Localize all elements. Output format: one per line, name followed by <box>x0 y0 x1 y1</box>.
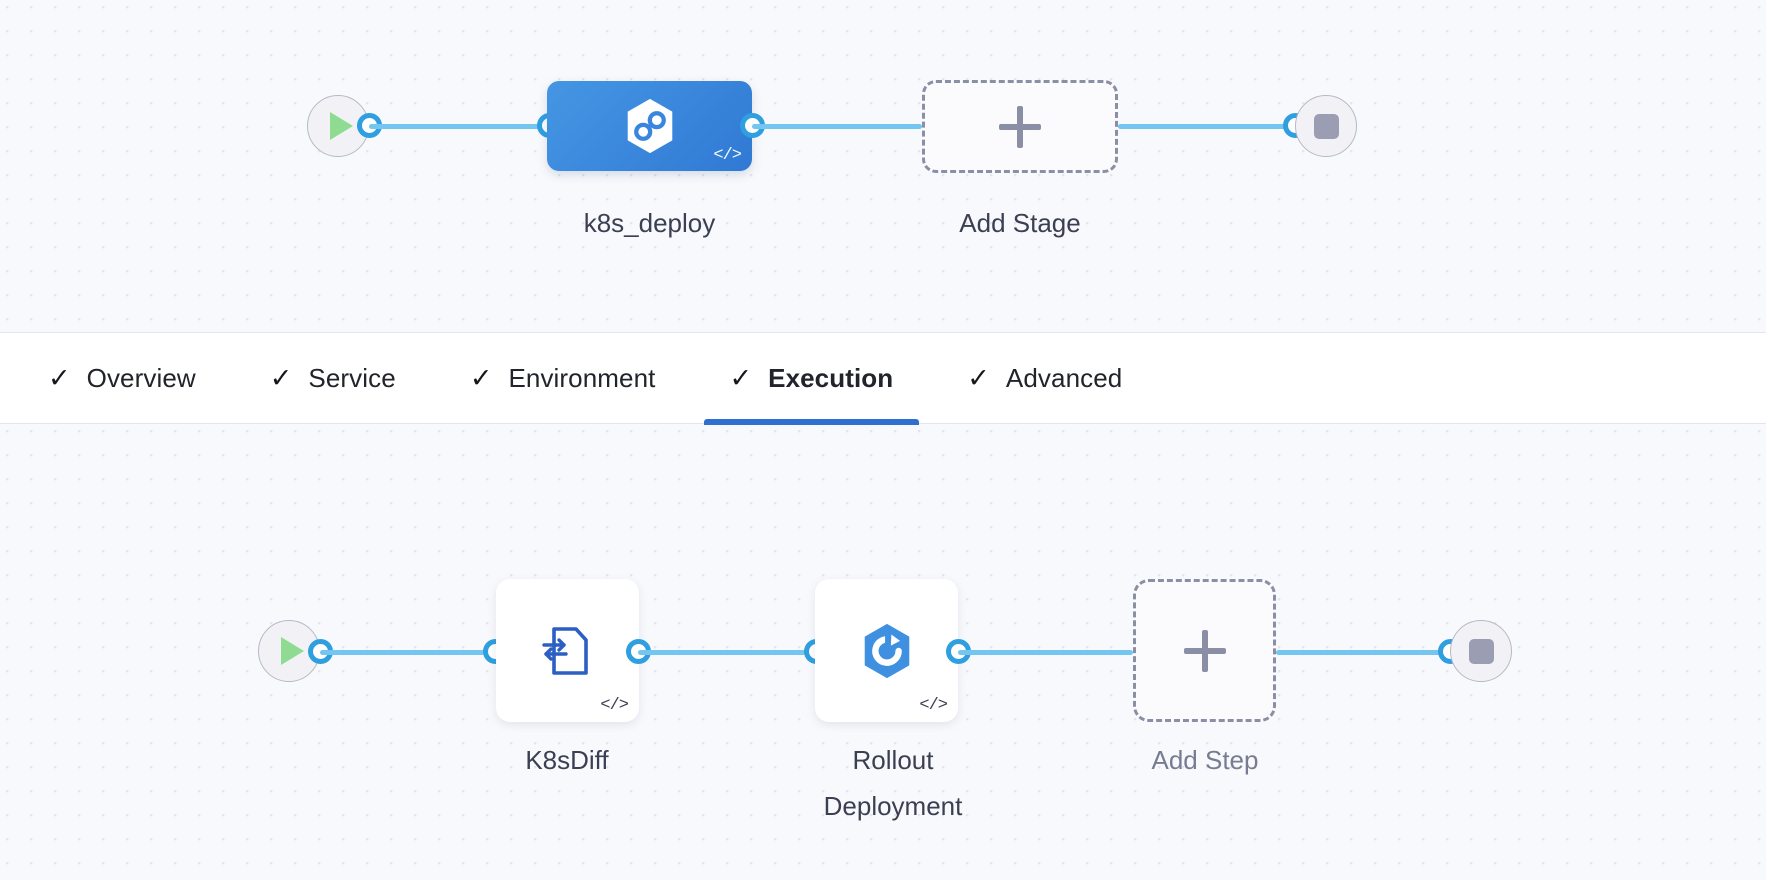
plus-icon <box>999 105 1041 148</box>
step-label-rollout-deployment: Rollout Deployment <box>823 745 963 821</box>
tab-environment-label: Environment <box>508 362 656 393</box>
stage-connector-1 <box>369 124 549 129</box>
step-label-k8sdiff: K8sDiff <box>525 745 609 775</box>
step-node-rollout-deployment[interactable]: </> <box>815 579 958 722</box>
tab-overview-label: Overview <box>86 362 196 393</box>
tab-execution[interactable]: ✓ Execution <box>703 332 920 425</box>
tab-service-label: Service <box>308 362 396 393</box>
stop-icon <box>1313 113 1339 139</box>
execution-connector-1 <box>320 650 485 655</box>
add-stage-button[interactable] <box>922 80 1118 173</box>
stage-canvas[interactable]: </> k8s_deploy Add Stage <box>0 0 1766 332</box>
stage-code-badge[interactable]: </> <box>713 146 742 165</box>
play-icon <box>281 637 304 665</box>
check-icon: ✓ <box>269 362 293 393</box>
step-node-k8sdiff[interactable]: </> <box>496 579 639 722</box>
add-stage-label: Add Stage <box>959 208 1081 238</box>
execution-canvas[interactable]: </> K8sDiff </> Rollout Deployment Add S… <box>0 424 1766 880</box>
stage-connector-3 <box>1118 124 1298 129</box>
tab-execution-label: Execution <box>768 362 894 393</box>
k8s-diff-document-icon <box>541 626 588 675</box>
stage-connector-2 <box>752 124 922 129</box>
execution-connector-2 <box>638 650 806 655</box>
play-icon <box>330 112 353 140</box>
tab-service[interactable]: ✓ Service <box>244 332 422 424</box>
harness-cd-hexagon-icon <box>627 98 672 154</box>
tab-advanced[interactable]: ✓ Advanced <box>941 332 1148 424</box>
tab-environment[interactable]: ✓ Environment <box>444 332 682 424</box>
check-icon: ✓ <box>729 362 753 393</box>
step-k8sdiff-code-badge[interactable]: </> <box>600 696 629 715</box>
step-rollout-code-badge[interactable]: </> <box>919 696 948 715</box>
tab-overview[interactable]: ✓ Overview <box>22 332 222 424</box>
stage-config-tabbar: ✓ Overview ✓ Service ✓ Environment ✓ Exe… <box>0 332 1766 425</box>
check-icon: ✓ <box>48 362 71 393</box>
check-icon: ✓ <box>469 362 493 393</box>
plus-icon <box>1183 629 1226 672</box>
tab-advanced-label: Advanced <box>1005 362 1123 393</box>
add-step-label: Add Step <box>1151 745 1259 775</box>
stop-icon <box>1468 638 1494 664</box>
check-icon: ✓ <box>967 362 990 393</box>
execution-connector-4 <box>1276 650 1446 655</box>
add-step-button[interactable] <box>1133 579 1276 722</box>
stage-node-k8s-deploy[interactable]: </> <box>547 81 752 171</box>
execution-end-node[interactable] <box>1450 620 1512 682</box>
rollout-deployment-hexagon-icon <box>864 623 909 678</box>
stage-label-k8s-deploy: k8s_deploy <box>583 208 716 238</box>
pipeline-end-node[interactable] <box>1295 95 1357 157</box>
execution-connector-3 <box>958 650 1133 655</box>
